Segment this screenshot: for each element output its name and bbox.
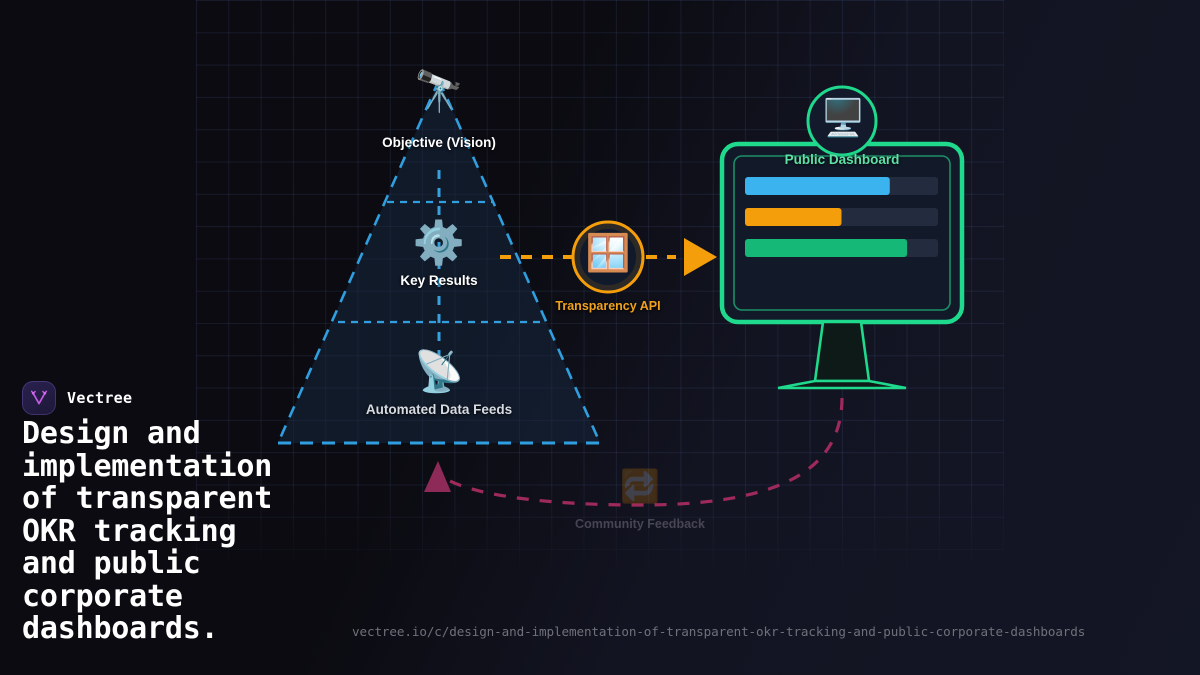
vectree-v-tree-icon [22,381,56,415]
pyramid-right-edge [437,79,602,444]
pyramid-left-edge [276,79,441,444]
automated-data-feeds-label: Automated Data Feeds [365,402,513,417]
dashboard-bar-1 [745,177,890,195]
api-ring-inner-glow [574,223,642,291]
window-icon: 🪟 [585,233,631,274]
public-dashboard-title: Public Dashboard [784,152,900,167]
satellite-dish-icon: 📡 [414,349,464,395]
headline-text: Design and implementation of transparent… [22,416,273,646]
desktop-computer-icon: 🖥️ [820,98,866,139]
key-results-label: Key Results [400,273,478,288]
feedback-arrow-head [424,461,451,492]
brand-row: Vectree [22,381,132,415]
community-feedback-label: Community Feedback [575,517,705,531]
footer-url: vectree.io/c/design-and-implementation-o… [352,624,1086,639]
transparency-api-label: Transparency API [555,299,661,313]
feedback-curve [442,397,844,507]
api-ring [571,220,645,294]
monitor-outer-frame [719,141,965,325]
brand-name: Vectree [67,389,133,407]
api-arrow-head [684,238,717,276]
monitor-badge-circle [806,85,878,157]
repeat-arrows-icon: 🔁 [620,467,660,505]
objective-label: Objective (Vision) [382,135,496,150]
vectree-logo-glyph [30,390,48,405]
monitor-stand-base [777,379,907,390]
gear-icon: ⚙️ [412,218,466,267]
dashboard-bar-3 [745,239,908,257]
dashboard-bar-2 [745,208,842,226]
telescope-icon: 🔭 [414,69,464,115]
monitor-stand-neck [813,320,871,383]
dashboard-bars-group [745,177,938,257]
